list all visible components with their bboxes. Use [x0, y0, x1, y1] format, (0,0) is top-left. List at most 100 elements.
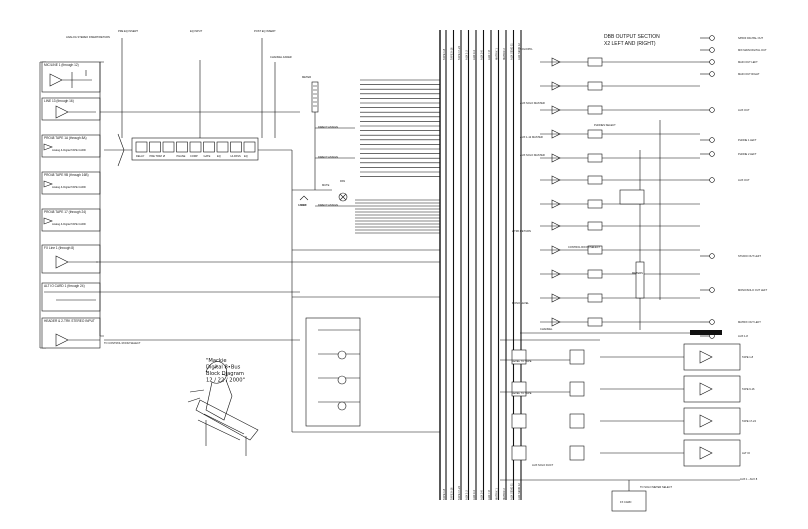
solo-meter-select-label: TO SOLO METER SELECT [640, 485, 673, 489]
input-sub-5: Analog & Digital TAPE CARD [52, 222, 86, 226]
out-block-10 [587, 269, 603, 279]
output-label-3: MAIN OUT LEFT [738, 60, 758, 64]
output-section: DBB OUTPUT SECTION X2 LEFT AND (RIGHT) S… [500, 34, 768, 512]
fx-card-label: FX CARD [620, 500, 632, 504]
bus-label-bottom-9: MATRIX 2 [502, 488, 506, 500]
bus-label-top-11: AUX SEND 12 [517, 43, 521, 60]
bus-label-bottom-2: TAPE 9-16 [450, 487, 454, 500]
control-room-note: TO CONTROL ROOM SELECT [104, 341, 141, 345]
out-block-11 [587, 293, 603, 303]
out-block-4 [587, 129, 603, 139]
bus-label-bottom-7: AUX 7-8 [487, 490, 491, 500]
out-label-phones: PHONES SELECT [594, 123, 616, 127]
direct-assign-1: DIRECT ASSIGN [318, 125, 338, 129]
strip-block-label-4: PHASE [177, 154, 186, 158]
meter-bar [311, 81, 319, 113]
output-jack-4 [709, 71, 715, 77]
output-label-1: S/PDIF DIGITAL OUT [738, 36, 763, 40]
input-box-7: ALT IO CARD 1 (through 24) [41, 282, 101, 312]
output-jack-5 [709, 107, 715, 113]
strip-block-3 [162, 141, 175, 153]
out-block-7 [587, 199, 603, 209]
input-sub-4: Analog & Digital TAPE CARD [52, 185, 86, 189]
bus-label-top-1: TAPE 1-8 [442, 48, 446, 60]
bus-label-top-3: TAPE 17-24 [457, 46, 461, 60]
input-box-1: MIC/LINE 1 (through 12) [41, 61, 101, 93]
strip-block-label-1: DELAY [136, 154, 145, 158]
output-label-2: MIX MAIN DIGITAL OUT [738, 48, 767, 52]
pre-eq-insert-label: PRE EQ INSERT [118, 29, 138, 33]
input-section: MIC/LINE 1 (through 12) LINE 13 (through… [39, 35, 141, 349]
out-label-control-room: CONTROL ROOM SELECT [568, 245, 601, 249]
input-box-5: PRO48 TAPE 17 (through 24) Analog & Digi… [41, 208, 101, 232]
level-to-tape-1: LEVEL TO TAPE [512, 359, 532, 363]
direct-assign-2: DIRECT ASSIGN [318, 155, 338, 159]
output-jack-8 [709, 177, 715, 183]
tape-output-box-1 [683, 343, 741, 371]
bus-label-bottom-4: AUX 1-2 [465, 490, 469, 500]
tape-output-label-2: TAPE 9-16 [742, 387, 755, 391]
strip-block-7 [216, 141, 229, 153]
tape-output-label-1: TAPE 1-8 [742, 355, 754, 359]
section-subtitle: X2 LEFT AND (RIGHT) [604, 41, 656, 47]
strip-block-label-5: COMP [190, 154, 198, 158]
channel-fader-label: CHANNEL FADER [270, 55, 292, 59]
strip-block-label-8: HI-PASS [231, 154, 241, 158]
output-label-10: MONO/SOLO OUT LEFT [738, 288, 768, 292]
input-box-6: FX Line 1 (through 8) [41, 244, 101, 274]
output-label-4: MAIN OUT RIGHT [738, 72, 760, 76]
out-block-1 [587, 57, 603, 67]
input-label-1: MIC/LINE 1 (through 12) [44, 63, 79, 67]
strip-block-label-7: EQ [217, 154, 221, 158]
mute-label: MUTE [322, 183, 330, 187]
bus-label-top-8: MATRIX 1 [495, 48, 499, 60]
eq-input-label: EQ INPUT [190, 29, 203, 33]
channel-bottom-label: CHANNEL [540, 327, 553, 331]
out-label-aux-master: AUX 1-12 MASTER [520, 135, 543, 139]
input-box-3: PRO48 TAPE 1A (through 8A) Analog & Digi… [41, 134, 101, 158]
out-label-2trk: 2 TRK RETURN [512, 229, 531, 233]
out-label-meters: METERS [632, 271, 643, 275]
strip-block-1 [135, 141, 148, 153]
out-block-6 [587, 175, 603, 185]
input-label-6: FX Line 1 (through 8) [44, 246, 74, 250]
meter-label: METER [302, 75, 311, 79]
output-label-6: PHONE 1 LEFT [738, 138, 757, 142]
strip-block-5 [189, 141, 202, 153]
signal-bundle [355, 79, 440, 234]
output-jack-10 [709, 287, 715, 293]
note-line-2: Digital 8•Bus [206, 365, 241, 371]
center-section: METER DIRECT ASSIGN DIRECT ASSIGN DIRECT… [96, 75, 440, 433]
strip-block-label-6: GATE [204, 154, 211, 158]
level-to-tape-2: LEVEL TO TAPE [512, 391, 532, 395]
output-label-5: AUX OUT [738, 108, 750, 112]
input-label-3: PRO48 TAPE 1A (through 8A) [44, 136, 87, 140]
illustration [187, 361, 259, 456]
bus-label-top-6: AUX 5-6 [480, 50, 484, 60]
post-eq-insert-label: POST EQ INSERT [254, 29, 276, 33]
output-jack-2 [709, 47, 715, 53]
bus-label-top-4: AUX 1-2 [465, 50, 469, 60]
input-box-4: PRO48 TAPE 9B (through 16B) Analog & Dig… [41, 171, 101, 195]
input-label-8: HEADER & 2-TRK STEREO INPUT [44, 319, 95, 323]
aux-solo-duct-label: AUX SOLO DUCT [532, 463, 554, 467]
analog-stereo-note: ANALOG STEREO INSERT/RETURN [66, 35, 110, 39]
bus-label-top-5: AUX 3-4 [472, 50, 476, 60]
output-label-7: PHONE 2 LEFT [738, 152, 757, 156]
bus-label-top-9: MATRIX 2 [502, 48, 506, 60]
strip-block-9 [243, 141, 256, 153]
strip-block-6 [203, 141, 215, 153]
out-block-3 [587, 105, 603, 115]
strip-block-label-9: EQ [244, 154, 248, 158]
aux-meter-strip [690, 330, 722, 335]
input-sub-3: Analog & Digital TAPE CARD [52, 148, 86, 152]
pan-label: PAN [340, 179, 345, 183]
bus-label-bottom-6: AUX 5-6 [480, 490, 484, 500]
input-label-5: PRO48 TAPE 17 (through 24) [44, 210, 86, 214]
out-block-12 [587, 317, 603, 327]
out-block-5 [587, 153, 603, 163]
output-label-9: STUDIO OUT LEFT [738, 254, 761, 258]
out-label-solo: SOLO/PFL [520, 47, 533, 51]
bus-label-top-7: AUX 7-8 [487, 50, 491, 60]
output-jack-6 [709, 137, 715, 143]
